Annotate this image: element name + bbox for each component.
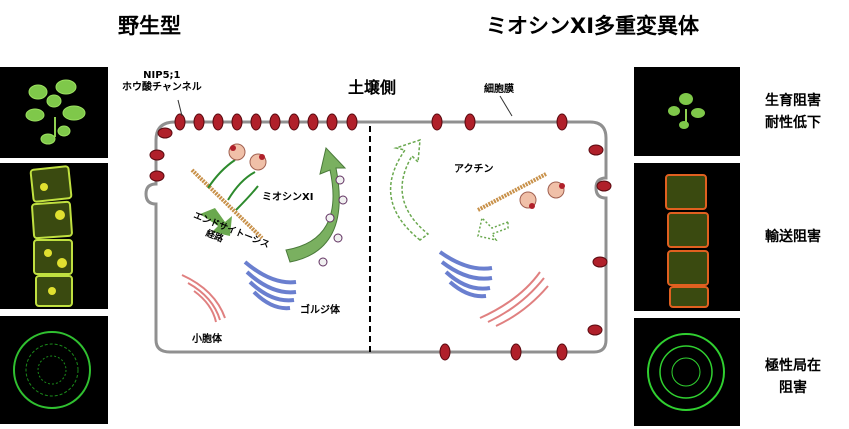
mutant-root-cells-image	[634, 163, 740, 311]
phenotype-polarity: 極性局在 阻害	[765, 358, 821, 396]
endocytosis-arrow	[200, 208, 232, 236]
er-right	[479, 271, 549, 327]
channel-icons-right	[431, 113, 612, 361]
myosin-label: ミオシンXI	[262, 192, 314, 203]
impaired-endocytosis-arrow	[477, 216, 509, 242]
golgi-left	[243, 260, 297, 311]
wild-type-title: 野生型	[118, 14, 181, 38]
phenotype-growth: 生育阻害 耐性低下	[765, 93, 821, 131]
er-label: 小胞体	[192, 334, 222, 345]
channel-label: NIP5;1 ホウ酸チャンネル	[122, 70, 202, 93]
actin-filament-right	[477, 172, 547, 212]
golgi-label: ゴルジ体	[300, 305, 340, 316]
mutant-seedling-image	[634, 67, 740, 156]
small-seedling-icon	[668, 93, 705, 129]
mutant-root-cross-section-image	[634, 318, 740, 426]
er-left	[181, 274, 226, 323]
myosin-motor	[207, 159, 259, 211]
cell-membrane-outline	[144, 120, 608, 354]
wild-type-seedling-image	[0, 67, 108, 158]
actin-label: アクチン	[454, 164, 494, 175]
vesicles-left	[228, 143, 267, 171]
actin-filament-left	[190, 168, 264, 240]
cell-membrane-label: 細胞膜	[484, 84, 514, 95]
soil-side-label: 土壌側	[348, 78, 397, 97]
seedling-icon	[25, 79, 86, 145]
recycling-arrow	[285, 146, 347, 263]
cargo-vesicles-left	[318, 175, 348, 267]
vesicles-right	[519, 181, 565, 209]
phenotype-transport: 輸送阻害	[765, 229, 821, 245]
wild-type-root-cross-section-image	[0, 316, 108, 424]
golgi-right	[438, 250, 493, 299]
wild-type-root-cells-image	[0, 163, 108, 309]
mutant-title: ミオシンXI多重変異体	[486, 14, 700, 38]
impaired-recycling-arrow	[389, 138, 430, 241]
channel-icons-left	[149, 113, 358, 182]
